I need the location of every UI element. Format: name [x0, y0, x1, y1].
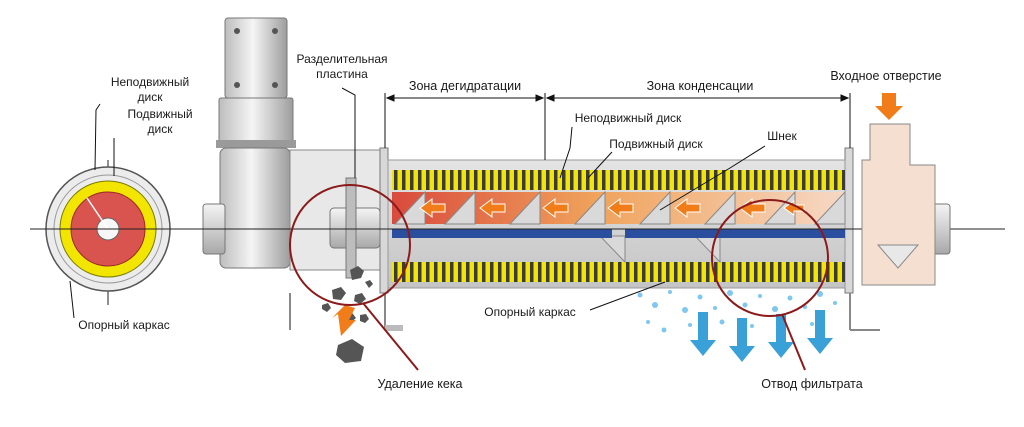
label-moving-disk-left-2: диск	[148, 122, 174, 136]
drain-arrow	[807, 310, 833, 354]
label-dehydration-zone: Зона дегидратации	[409, 79, 521, 93]
drain-arrow	[768, 314, 794, 358]
label-separator-plate-1: Разделительная	[296, 52, 387, 66]
gearbox	[219, 147, 291, 269]
disk-teeth-top	[392, 170, 845, 190]
end-plate-right	[844, 147, 854, 294]
motor-flange	[216, 140, 296, 148]
filtrate-droplets	[637, 290, 837, 333]
cake-arrow	[332, 305, 356, 336]
leader-support-frame-left	[69, 280, 75, 319]
drain-arrow	[729, 318, 755, 362]
inlet-hopper	[861, 93, 936, 286]
leader-lines	[341, 87, 766, 311]
label-fixed-disk-left-2: диск	[138, 90, 164, 104]
motor-housing	[218, 97, 294, 143]
drain-arrow	[690, 312, 716, 356]
separator-plate	[345, 177, 357, 279]
drain-arrows	[690, 310, 833, 362]
label-fixed-disk-left-1: Неподвижный	[111, 75, 189, 89]
flow-arrows	[419, 198, 805, 218]
label-moving-disk: Подвижный диск	[609, 137, 703, 151]
label-screw: Шнек	[767, 129, 797, 143]
hopper-funnel	[876, 244, 920, 269]
motor-bolt	[234, 28, 240, 34]
label-cake-removal: Удаление кека	[377, 377, 462, 391]
motor-bolt	[272, 82, 278, 88]
zone-dimensions	[384, 93, 851, 160]
highlight-circle-filtrate	[711, 199, 829, 317]
label-fixed-disk: Неподвижный диск	[575, 111, 682, 125]
leader-fixed-disk-left	[94, 103, 101, 171]
leader-filtrate	[781, 313, 806, 371]
cross-section-blade	[86, 197, 109, 230]
shaft-bar-condensation	[625, 229, 845, 238]
end-plate-left	[379, 147, 389, 294]
screw-flights	[393, 190, 846, 264]
leader-cake	[362, 302, 419, 371]
label-support-frame-left: Опорный каркас	[78, 318, 170, 332]
shaft-bar-dehydration	[392, 229, 612, 238]
highlight-circle-cake	[289, 184, 411, 306]
base-foot	[385, 325, 403, 331]
cross-section: Неподвижный диск Подвижный диск Опорный …	[35, 75, 195, 332]
label-moving-disk-left-1: Подвижный	[127, 107, 192, 121]
label-filtrate-drain: Отвод фильтрата	[761, 377, 862, 391]
label-condensation-zone: Зона конденсации	[647, 79, 754, 93]
disk-teeth-bottom	[392, 262, 845, 282]
inlet-arrow	[875, 93, 903, 120]
motor-bolt	[272, 28, 278, 34]
motor-bolt	[234, 82, 240, 88]
label-inlet: Входное отверстие	[830, 69, 941, 83]
press-body	[30, 147, 1005, 331]
label-separator-plate-2: пластина	[316, 67, 368, 81]
label-support-frame: Опорный каркас	[484, 305, 576, 319]
